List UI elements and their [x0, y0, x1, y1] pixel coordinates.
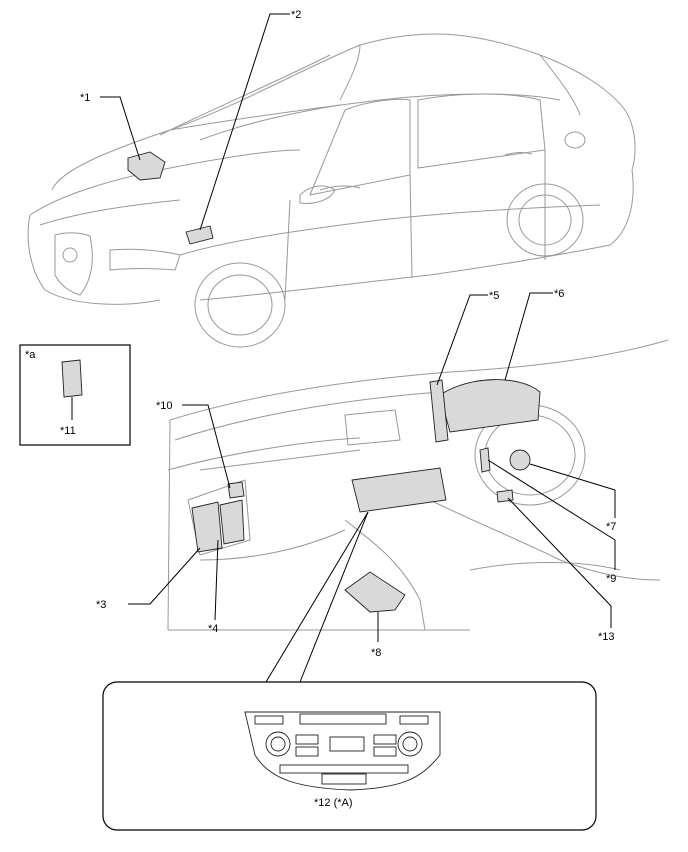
part-8-unit: [344, 571, 406, 613]
callout-6: *6: [554, 288, 564, 300]
callout-8: *8: [371, 647, 381, 659]
callout-11: *11: [60, 425, 76, 437]
callout-13: *13: [598, 631, 615, 643]
car-exterior-illustration: [27, 33, 636, 348]
callout-9: *9: [606, 573, 616, 585]
part-10-unit: [227, 481, 245, 499]
part-12-panel-in-dash: [351, 467, 447, 513]
part-11-unit: [61, 359, 83, 398]
part-5-unit: [429, 379, 449, 443]
part-7-unit: [509, 449, 531, 471]
callout-labels: *1 *2 *3 *4 *5 *6 *7 *8 *9 *10 *11 *12 (…: [25, 9, 616, 809]
dashboard-interior-illustration: [167, 339, 669, 631]
callout-a: *a: [25, 349, 36, 361]
callout-5: *5: [489, 290, 499, 302]
leader-lines: [100, 13, 616, 642]
callout-3: *3: [96, 599, 106, 611]
part-4-unit: [219, 499, 245, 545]
detail-box-12: [102, 511, 597, 831]
part-2-unit: [185, 225, 214, 245]
callout-10: *10: [156, 400, 173, 412]
callout-4: *4: [208, 623, 218, 635]
part-1-unit: [127, 151, 166, 181]
part-3-unit: [191, 501, 223, 553]
callout-1: *1: [80, 92, 90, 104]
callout-7: *7: [606, 521, 616, 533]
inset-a: [19, 344, 131, 446]
callout-12: *12 (*A): [314, 797, 353, 809]
callout-2: *2: [291, 9, 301, 21]
part-9-unit: [479, 447, 491, 473]
part-6-meter: [439, 379, 541, 433]
